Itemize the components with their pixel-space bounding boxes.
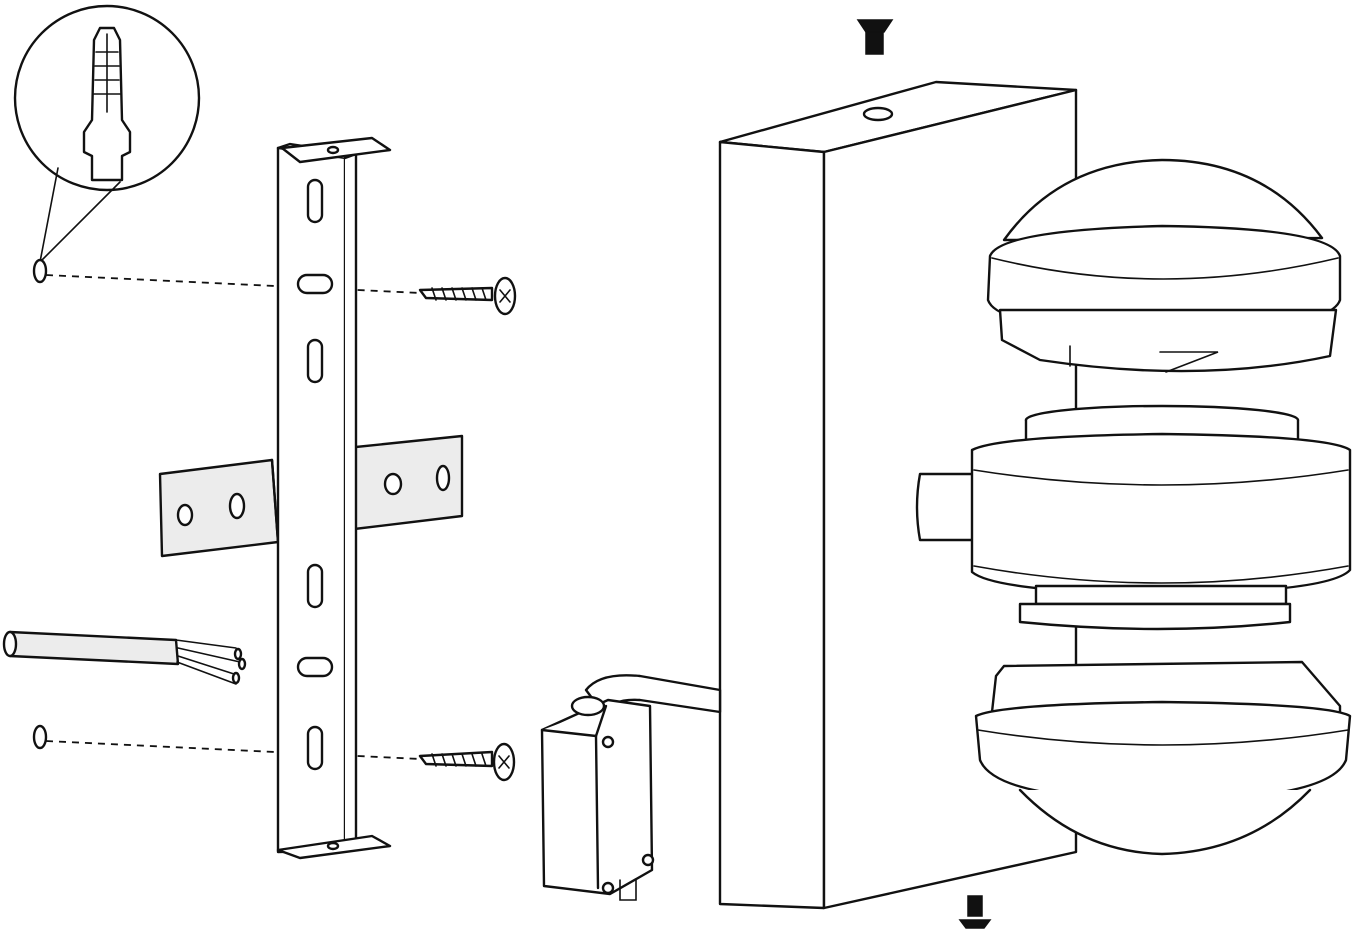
slot xyxy=(306,338,324,384)
lamp-cover xyxy=(986,158,1342,373)
callout-pointer-left xyxy=(39,167,59,263)
screw-top xyxy=(418,276,517,316)
slot xyxy=(306,725,324,771)
mounting-bracket xyxy=(158,136,464,860)
wall-hole-top xyxy=(32,258,48,284)
slot xyxy=(306,563,324,609)
lamp-base xyxy=(974,660,1352,856)
wall-box-front xyxy=(718,140,826,910)
junction-box xyxy=(540,695,655,901)
cap-screw-bottom xyxy=(958,895,992,929)
bracket-wing-left xyxy=(158,458,280,558)
callout-pointer-right xyxy=(39,181,121,263)
cap-screw-top xyxy=(856,19,894,55)
slot xyxy=(296,656,334,678)
wall-plug-callout xyxy=(13,4,201,284)
alignment-line-top xyxy=(45,274,421,294)
slot xyxy=(306,178,324,224)
alignment-line-bottom xyxy=(45,740,421,760)
wall-hole-bottom xyxy=(32,724,48,750)
lamp-housing xyxy=(915,404,1352,631)
screw-bottom xyxy=(418,742,516,782)
wall-plug xyxy=(82,26,132,182)
cable xyxy=(2,630,247,685)
slot xyxy=(296,273,334,295)
housing-side-boss xyxy=(915,472,982,542)
